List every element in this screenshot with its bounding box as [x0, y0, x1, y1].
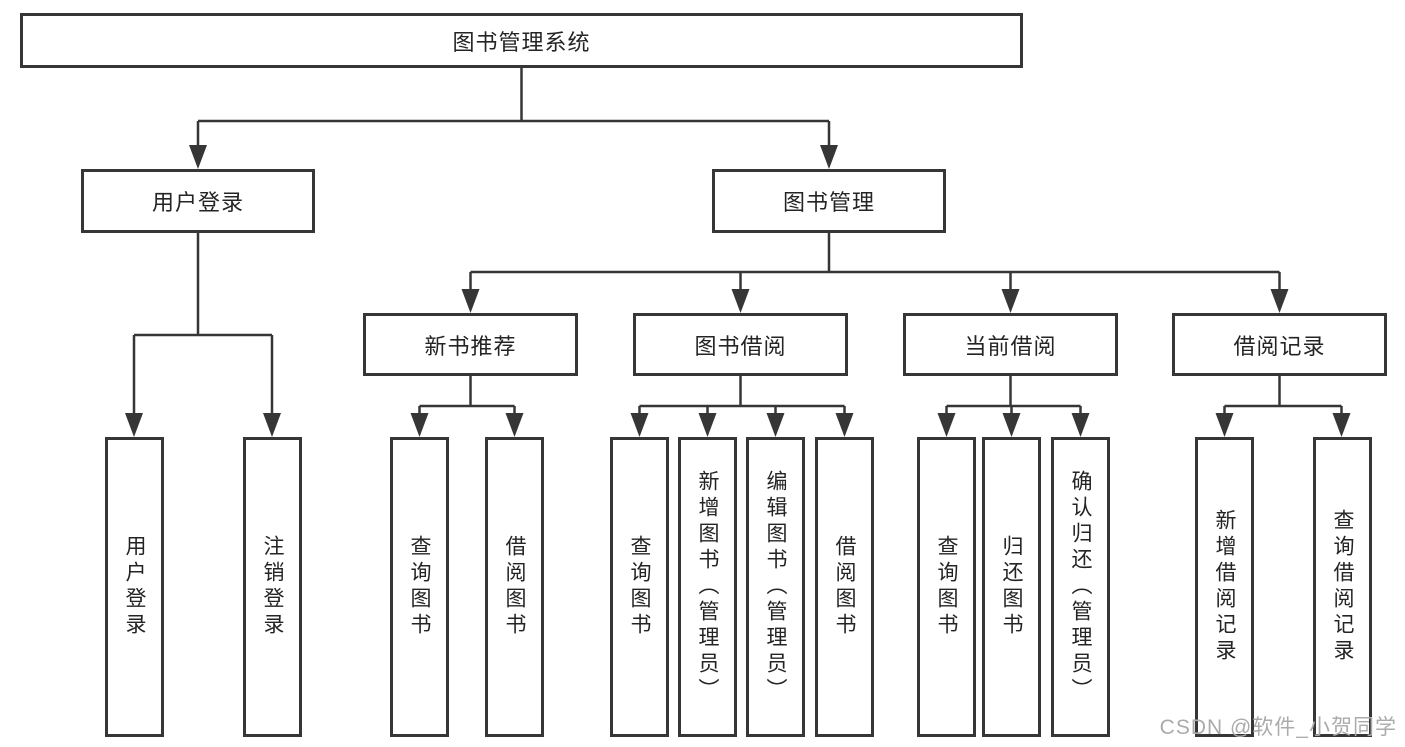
node-borrow-records: 借阅记录 — [1172, 313, 1387, 376]
node-book-management-label: 图书管理 — [782, 190, 875, 215]
leaf-confirm-return-admin-label: 确认归还（管理员） — [1069, 470, 1092, 704]
watermark: CSDN @软件_小贺同学 — [1159, 716, 1397, 739]
leaf-user-login: 用户登录 — [105, 437, 164, 737]
leaf-return-books: 归还图书 — [982, 437, 1041, 737]
leaf-query-books-current: 查询图书 — [917, 437, 976, 737]
leaf-borrow-books-label: 借阅图书 — [833, 535, 856, 639]
node-root-label: 图书管理系统 — [452, 29, 591, 55]
node-root: 图书管理系统 — [20, 13, 1023, 68]
leaf-edit-books-admin: 编辑图书（管理员） — [746, 437, 805, 737]
leaf-edit-books-admin-label: 编辑图书（管理员） — [764, 470, 787, 704]
node-book-management: 图书管理 — [712, 169, 946, 233]
leaf-borrow-books-recommend: 借阅图书 — [485, 437, 544, 737]
leaf-confirm-return-admin: 确认归还（管理员） — [1051, 437, 1110, 737]
node-current-borrow: 当前借阅 — [903, 313, 1118, 376]
leaf-user-login-label: 用户登录 — [123, 535, 146, 639]
leaf-borrow-books: 借阅图书 — [815, 437, 874, 737]
leaf-query-books-borrow-label: 查询图书 — [628, 535, 651, 639]
node-current-borrow-label: 当前借阅 — [964, 333, 1057, 359]
node-user-login-label: 用户登录 — [151, 190, 244, 215]
leaf-add-books-admin-label: 新增图书（管理员） — [696, 470, 719, 704]
leaf-query-borrow-record-label: 查询借阅记录 — [1331, 509, 1354, 665]
leaf-borrow-books-recommend-label: 借阅图书 — [503, 535, 526, 639]
connector-paths — [132, 68, 1343, 418]
leaf-query-books-recommend-label: 查询图书 — [408, 535, 431, 639]
leaf-logout-label: 注销登录 — [261, 535, 284, 639]
leaf-add-books-admin: 新增图书（管理员） — [678, 437, 737, 737]
node-new-book-recommend-label: 新书推荐 — [424, 333, 517, 359]
node-new-book-recommend: 新书推荐 — [363, 313, 578, 376]
leaf-logout: 注销登录 — [243, 437, 302, 737]
leaf-add-borrow-record: 新增借阅记录 — [1195, 437, 1254, 737]
leaf-add-borrow-record-label: 新增借阅记录 — [1213, 509, 1236, 665]
arrowheads — [125, 145, 1351, 437]
node-user-login: 用户登录 — [81, 169, 315, 233]
node-book-borrow: 图书借阅 — [633, 313, 848, 376]
node-book-borrow-label: 图书借阅 — [694, 333, 787, 359]
leaf-query-books-current-label: 查询图书 — [935, 535, 958, 639]
leaf-query-borrow-record: 查询借阅记录 — [1313, 437, 1372, 737]
leaf-query-books-recommend: 查询图书 — [390, 437, 449, 737]
node-borrow-records-label: 借阅记录 — [1233, 333, 1326, 359]
leaf-return-books-label: 归还图书 — [1000, 535, 1023, 639]
leaf-query-books-borrow: 查询图书 — [610, 437, 669, 737]
